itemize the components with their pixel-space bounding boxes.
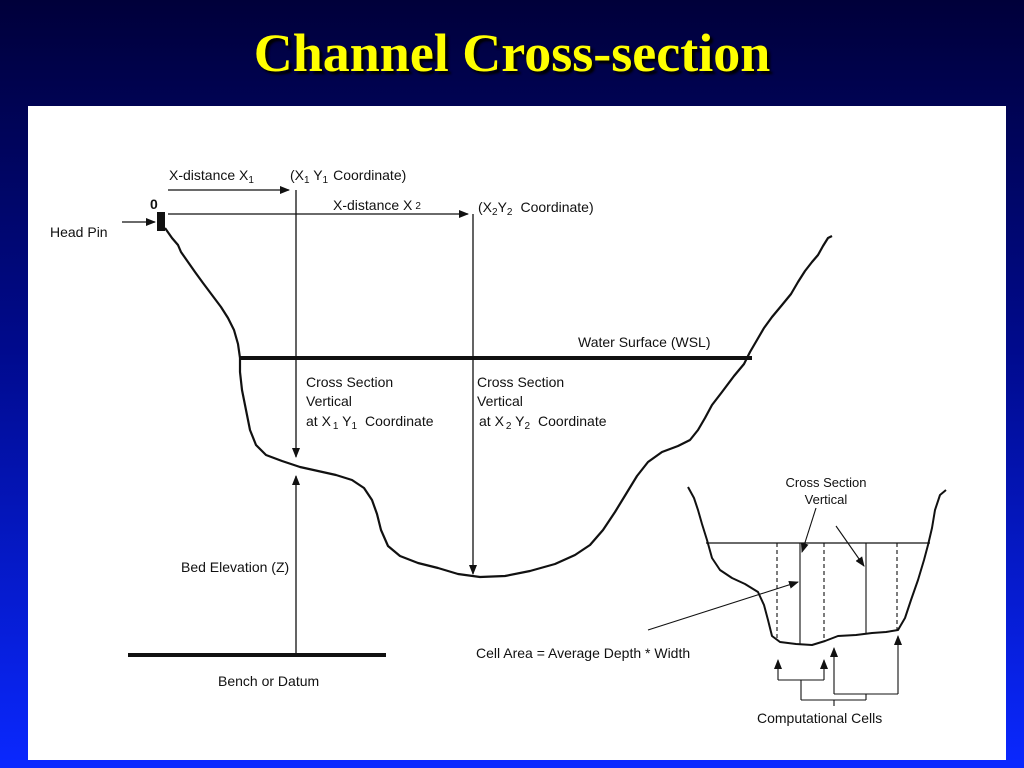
head-pin-label: Head Pin (50, 224, 108, 240)
svg-text:Vertical: Vertical (805, 492, 848, 507)
svg-text:Cross Section: Cross Section (477, 374, 564, 390)
inset-vertical-label: Cross Section Vertical (786, 475, 867, 507)
svg-text:Vertical: Vertical (306, 393, 352, 409)
inset-vertical-pointer-2 (835, 525, 865, 567)
slide-title: Channel Cross-section (253, 23, 771, 83)
bench-datum-label: Bench or Datum (218, 673, 319, 689)
svg-text:Vertical: Vertical (477, 393, 523, 409)
origin-zero-label: 0 (150, 196, 158, 212)
computational-cells-label: Computational Cells (757, 710, 882, 726)
water-surface-label: Water Surface (WSL) (578, 334, 711, 350)
channel-bed-profile (164, 227, 833, 579)
x-distance-1-label: X-distance X1 (169, 167, 254, 186)
svg-text:Cross Section: Cross Section (786, 475, 867, 490)
bed-elevation-label: Bed Elevation (Z) (181, 559, 289, 575)
head-pin-marker (157, 212, 165, 231)
inset-channel-profile (687, 486, 947, 646)
svg-text:Cross Section: Cross Section (306, 374, 393, 390)
inset-vertical-pointer-1 (800, 507, 817, 553)
computational-cells-bracket (774, 635, 902, 706)
cell-area-label: Cell Area = Average Depth * Width (476, 645, 690, 661)
cell-area-pointer (647, 580, 799, 631)
